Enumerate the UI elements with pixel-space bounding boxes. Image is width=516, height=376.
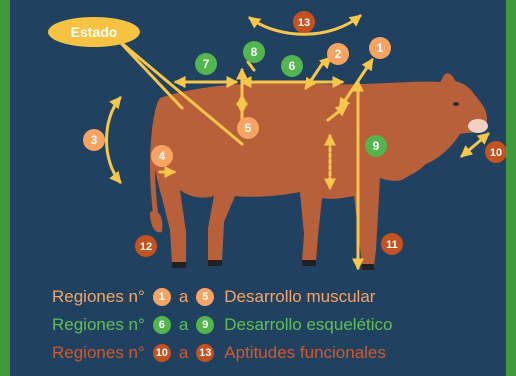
badge-number: 12: [140, 241, 152, 253]
hoof: [362, 264, 374, 270]
badge-number: 10: [490, 147, 502, 159]
badge-number: 9: [373, 139, 380, 153]
legend-prefix: Regiones n°: [52, 315, 145, 334]
cow-silhouette: [150, 73, 488, 270]
hoof: [172, 262, 186, 268]
cow-ear: [440, 73, 456, 84]
legend-badge-from: 1: [152, 288, 171, 306]
cow-body: [151, 80, 488, 267]
badge-number: 1: [377, 41, 384, 55]
legend-connector: a: [178, 343, 189, 362]
hoof: [302, 260, 316, 266]
legend-prefix: Regiones n°: [52, 343, 145, 362]
badge-number: 7: [203, 57, 210, 71]
arrow-estado-back: [116, 38, 184, 110]
badge-number: 2: [335, 47, 342, 61]
badge-circle: [151, 145, 173, 167]
legend-connector: a: [178, 287, 189, 306]
cow-muzzle: [468, 119, 488, 133]
region-badge-9: 9: [365, 135, 387, 157]
legend-label: Desarrollo muscular: [224, 287, 376, 306]
badge-number: 4: [159, 149, 166, 163]
badge-circle: [243, 41, 265, 63]
badge-circle: [281, 55, 303, 77]
hoof: [208, 260, 222, 266]
measurement-arrows: [105, 14, 490, 271]
badge-circle: [365, 135, 387, 157]
legend-label: Aptitudes funcionales: [224, 343, 386, 362]
region-badge-13: 13: [293, 11, 315, 33]
badge-circle: [135, 235, 157, 257]
estado-label: Estado: [48, 17, 140, 47]
region-badge-5: 5: [237, 117, 259, 139]
badge-number: 13: [298, 17, 310, 29]
region-badge-4: 4: [151, 145, 173, 167]
badge-number: 6: [289, 59, 296, 73]
badge-circle: [293, 11, 315, 33]
region-badge-8: 8: [243, 41, 265, 63]
region-badge-2: 2: [327, 43, 349, 65]
badge-number: 8: [251, 45, 258, 59]
badge-number: 11: [386, 239, 398, 251]
cow-tail-tuft: [150, 210, 163, 233]
arrow-chest: [326, 104, 348, 122]
badge-circle: [237, 117, 259, 139]
cow-eye: [453, 102, 459, 106]
arrow-10: [460, 132, 490, 158]
legend-connector: a: [178, 315, 189, 334]
legend-prefix: Regiones n°: [52, 287, 145, 306]
region-badge-10: 10: [485, 141, 506, 163]
arrow-13: [248, 14, 362, 36]
svg-text:Estado: Estado: [71, 24, 118, 40]
region-badge-7: 7: [195, 53, 217, 75]
badge-number: 3: [91, 133, 98, 147]
badge-circle: [327, 43, 349, 65]
arrow-3: [105, 96, 122, 184]
badge-number: 5: [245, 121, 252, 135]
legend-badge-to: 13: [196, 344, 215, 362]
region-badge-1: 1: [369, 37, 391, 59]
region-badge-11: 11: [381, 233, 403, 255]
legend-badge-to: 9: [196, 316, 215, 334]
badge-circle: [83, 129, 105, 151]
region-badge-12: 12: [135, 235, 157, 257]
legend-badge-to: 5: [196, 288, 215, 306]
legend-badge-from: 10: [152, 344, 171, 362]
legend-label: Desarrollo esquelético: [224, 315, 393, 334]
badge-circle: [381, 233, 403, 255]
arrow-estado-hip: [116, 38, 244, 146]
badge-circle: [485, 141, 506, 163]
legend-badge-from: 6: [152, 316, 171, 334]
region-badge-6: 6: [281, 55, 303, 77]
badge-circle: [195, 53, 217, 75]
region-badge-3: 3: [83, 129, 105, 151]
badge-circle: [369, 37, 391, 59]
legend-row: Regiones n° 10 a 13 Aptitudes funcionales: [52, 340, 386, 366]
arrow-8b: [246, 60, 256, 72]
